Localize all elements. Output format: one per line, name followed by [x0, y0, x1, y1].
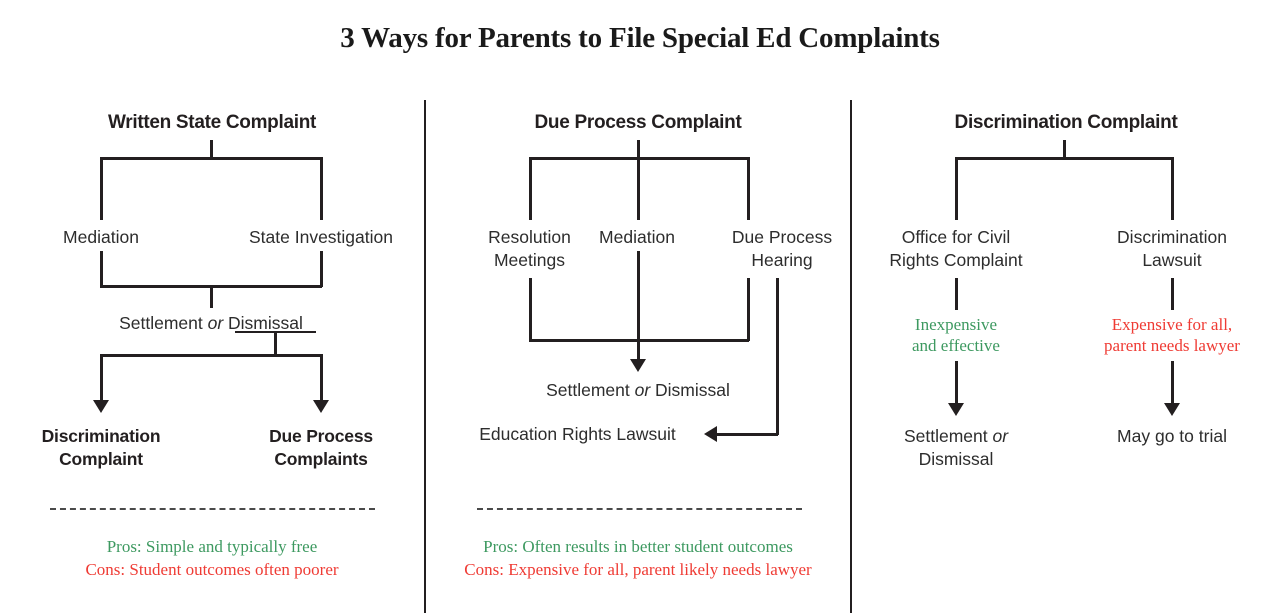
- connector-col1-outcome-right-leg: [320, 354, 323, 402]
- node-state-investigation: State Investigation: [249, 227, 393, 247]
- discrimination-lawsuit-line2: Lawsuit: [1142, 250, 1202, 270]
- connector-col1-stem: [210, 140, 213, 159]
- note-lawsuit-expensive: Expensive for all, parent needs lawyer: [1076, 314, 1268, 356]
- separator-col2: [477, 508, 802, 510]
- connector-col3-split-bar: [955, 157, 1173, 160]
- connector-col1-lower-split-bar: [100, 354, 322, 357]
- node-due-process-complaints-col1: Due Process Complaints: [240, 425, 402, 471]
- connector-col1-merge-stem: [210, 285, 213, 308]
- connector-col2-right-leg: [747, 157, 750, 220]
- or-italic-col3: or: [992, 426, 1009, 446]
- or-italic-col2: or: [634, 380, 651, 400]
- connector-col3-left-leg: [955, 157, 958, 220]
- ocr-complaint-line1: Office for Civil: [901, 227, 1011, 247]
- note-ocr-line2: and effective: [912, 336, 1000, 355]
- arrowhead-col2-education-lawsuit: [704, 426, 717, 442]
- due-process-complaints-line1: Due Process: [269, 426, 373, 446]
- connector-col2-center-leg-lower: [637, 251, 640, 361]
- arrowhead-col1-right: [313, 400, 329, 413]
- dismissal-label: Dismissal: [223, 313, 303, 333]
- node-discrimination-complaint-col1: Discrimination Complaint: [20, 425, 182, 471]
- connector-col1-left-leg: [100, 157, 103, 220]
- connector-col1-right-leg-lower: [320, 251, 323, 287]
- cons-col1: Cons: Student outcomes often poorer: [85, 560, 339, 579]
- connector-col1-right-leg: [320, 157, 323, 220]
- connector-col3-stem: [1063, 140, 1066, 159]
- pros-col2: Pros: Often results in better student ou…: [483, 537, 793, 556]
- node-lawsuit-outcome: May go to trial: [1117, 426, 1227, 446]
- column-1-header: Written State Complaint: [107, 112, 317, 133]
- connector-col3-right-leg-to-outcome: [1171, 361, 1174, 405]
- connector-col2-center-leg: [637, 157, 640, 220]
- note-ocr-inexpensive: Inexpensive and effective: [866, 314, 1046, 356]
- connector-col2-left-leg-lower: [529, 278, 532, 341]
- ocr-outcome-line1: Settlement or: [866, 425, 1046, 448]
- due-process-hearing-line2: Hearing: [751, 250, 813, 270]
- connector-col1-left-leg-lower: [100, 251, 103, 287]
- connector-col1-split-bar: [100, 157, 322, 160]
- connector-col3-left-leg-to-note: [955, 278, 958, 310]
- proscons-col1: Pros: Simple and typically free Cons: St…: [0, 535, 424, 581]
- note-lawsuit-line2: parent needs lawyer: [1104, 336, 1240, 355]
- node-settlement-or-dismissal-col1: Settlement or Dismissal: [97, 312, 325, 335]
- settlement-label: Settlement: [119, 313, 208, 333]
- ocr-settlement-label: Settlement: [903, 426, 993, 446]
- pros-col1: Pros: Simple and typically free: [106, 537, 318, 556]
- node-discrimination-lawsuit: Discrimination Lawsuit: [1084, 226, 1260, 272]
- node-resolution-meetings: Resolution Meetings: [447, 226, 612, 272]
- node-due-process-hearing: Due Process Hearing: [712, 226, 852, 272]
- node-ocr-outcome: Settlement or Dismissal: [866, 425, 1046, 471]
- arrowhead-col3-left: [948, 403, 964, 416]
- column-divider-2: [850, 100, 852, 613]
- connector-col1-lower-stem: [274, 333, 277, 356]
- column-3-header: Discrimination Complaint: [954, 112, 1178, 133]
- underline-dismissal-col1: [235, 331, 316, 333]
- discrimination-complaint-line2: Complaint: [59, 449, 143, 469]
- column-divider-1: [424, 100, 426, 613]
- cons-col2: Cons: Expensive for all, parent likely n…: [464, 560, 812, 579]
- connector-col2-right-leg-lower: [747, 278, 750, 341]
- node-mediation-col1: Mediation: [63, 227, 139, 247]
- arrowhead-col1-left: [93, 400, 109, 413]
- proscons-col2: Pros: Often results in better student ou…: [426, 535, 850, 581]
- due-process-complaints-line2: Complaints: [274, 449, 368, 469]
- separator-col1: [50, 508, 375, 510]
- resolution-meetings-line1: Resolution: [488, 227, 571, 247]
- discrimination-lawsuit-line1: Discrimination: [1117, 227, 1227, 247]
- node-settlement-or-dismissal-col2: Settlement or Dismissal: [524, 379, 752, 402]
- arrowhead-col3-right: [1164, 403, 1180, 416]
- discrimination-complaint-line1: Discrimination: [41, 426, 161, 446]
- connector-col3-right-leg: [1171, 157, 1174, 220]
- connector-col2-stem: [637, 140, 640, 159]
- page-title: 3 Ways for Parents to File Special Ed Co…: [340, 22, 940, 54]
- node-ocr-complaint: Office for Civil Rights Complaint: [866, 226, 1046, 272]
- connector-col2-left-leg: [529, 157, 532, 220]
- settlement-label-col2: Settlement: [546, 380, 635, 400]
- node-mediation-col2: Mediation: [599, 227, 675, 247]
- connector-col3-right-leg-to-note: [1171, 278, 1174, 310]
- arrowhead-col2-settlement: [630, 359, 646, 372]
- node-education-rights-lawsuit: Education Rights Lawsuit: [479, 424, 676, 444]
- dismissal-label-col2: Dismissal: [650, 380, 730, 400]
- resolution-meetings-line2: Meetings: [493, 250, 565, 270]
- connector-col2-hearing-bypass-horizontal: [717, 433, 778, 436]
- connector-col1-outcome-left-leg: [100, 354, 103, 402]
- due-process-hearing-line1: Due Process: [731, 227, 833, 247]
- connector-col2-merge-bar: [529, 339, 749, 342]
- ocr-outcome-line2: Dismissal: [918, 449, 994, 469]
- or-italic: or: [207, 313, 224, 333]
- ocr-complaint-line2: Rights Complaint: [889, 250, 1023, 270]
- note-lawsuit-line1: Expensive for all,: [1111, 315, 1233, 334]
- column-2-header: Due Process Complaint: [534, 112, 742, 133]
- note-ocr-line1: Inexpensive: [914, 315, 998, 334]
- connector-col2-hearing-bypass-vertical: [776, 278, 779, 435]
- connector-col3-left-leg-to-outcome: [955, 361, 958, 405]
